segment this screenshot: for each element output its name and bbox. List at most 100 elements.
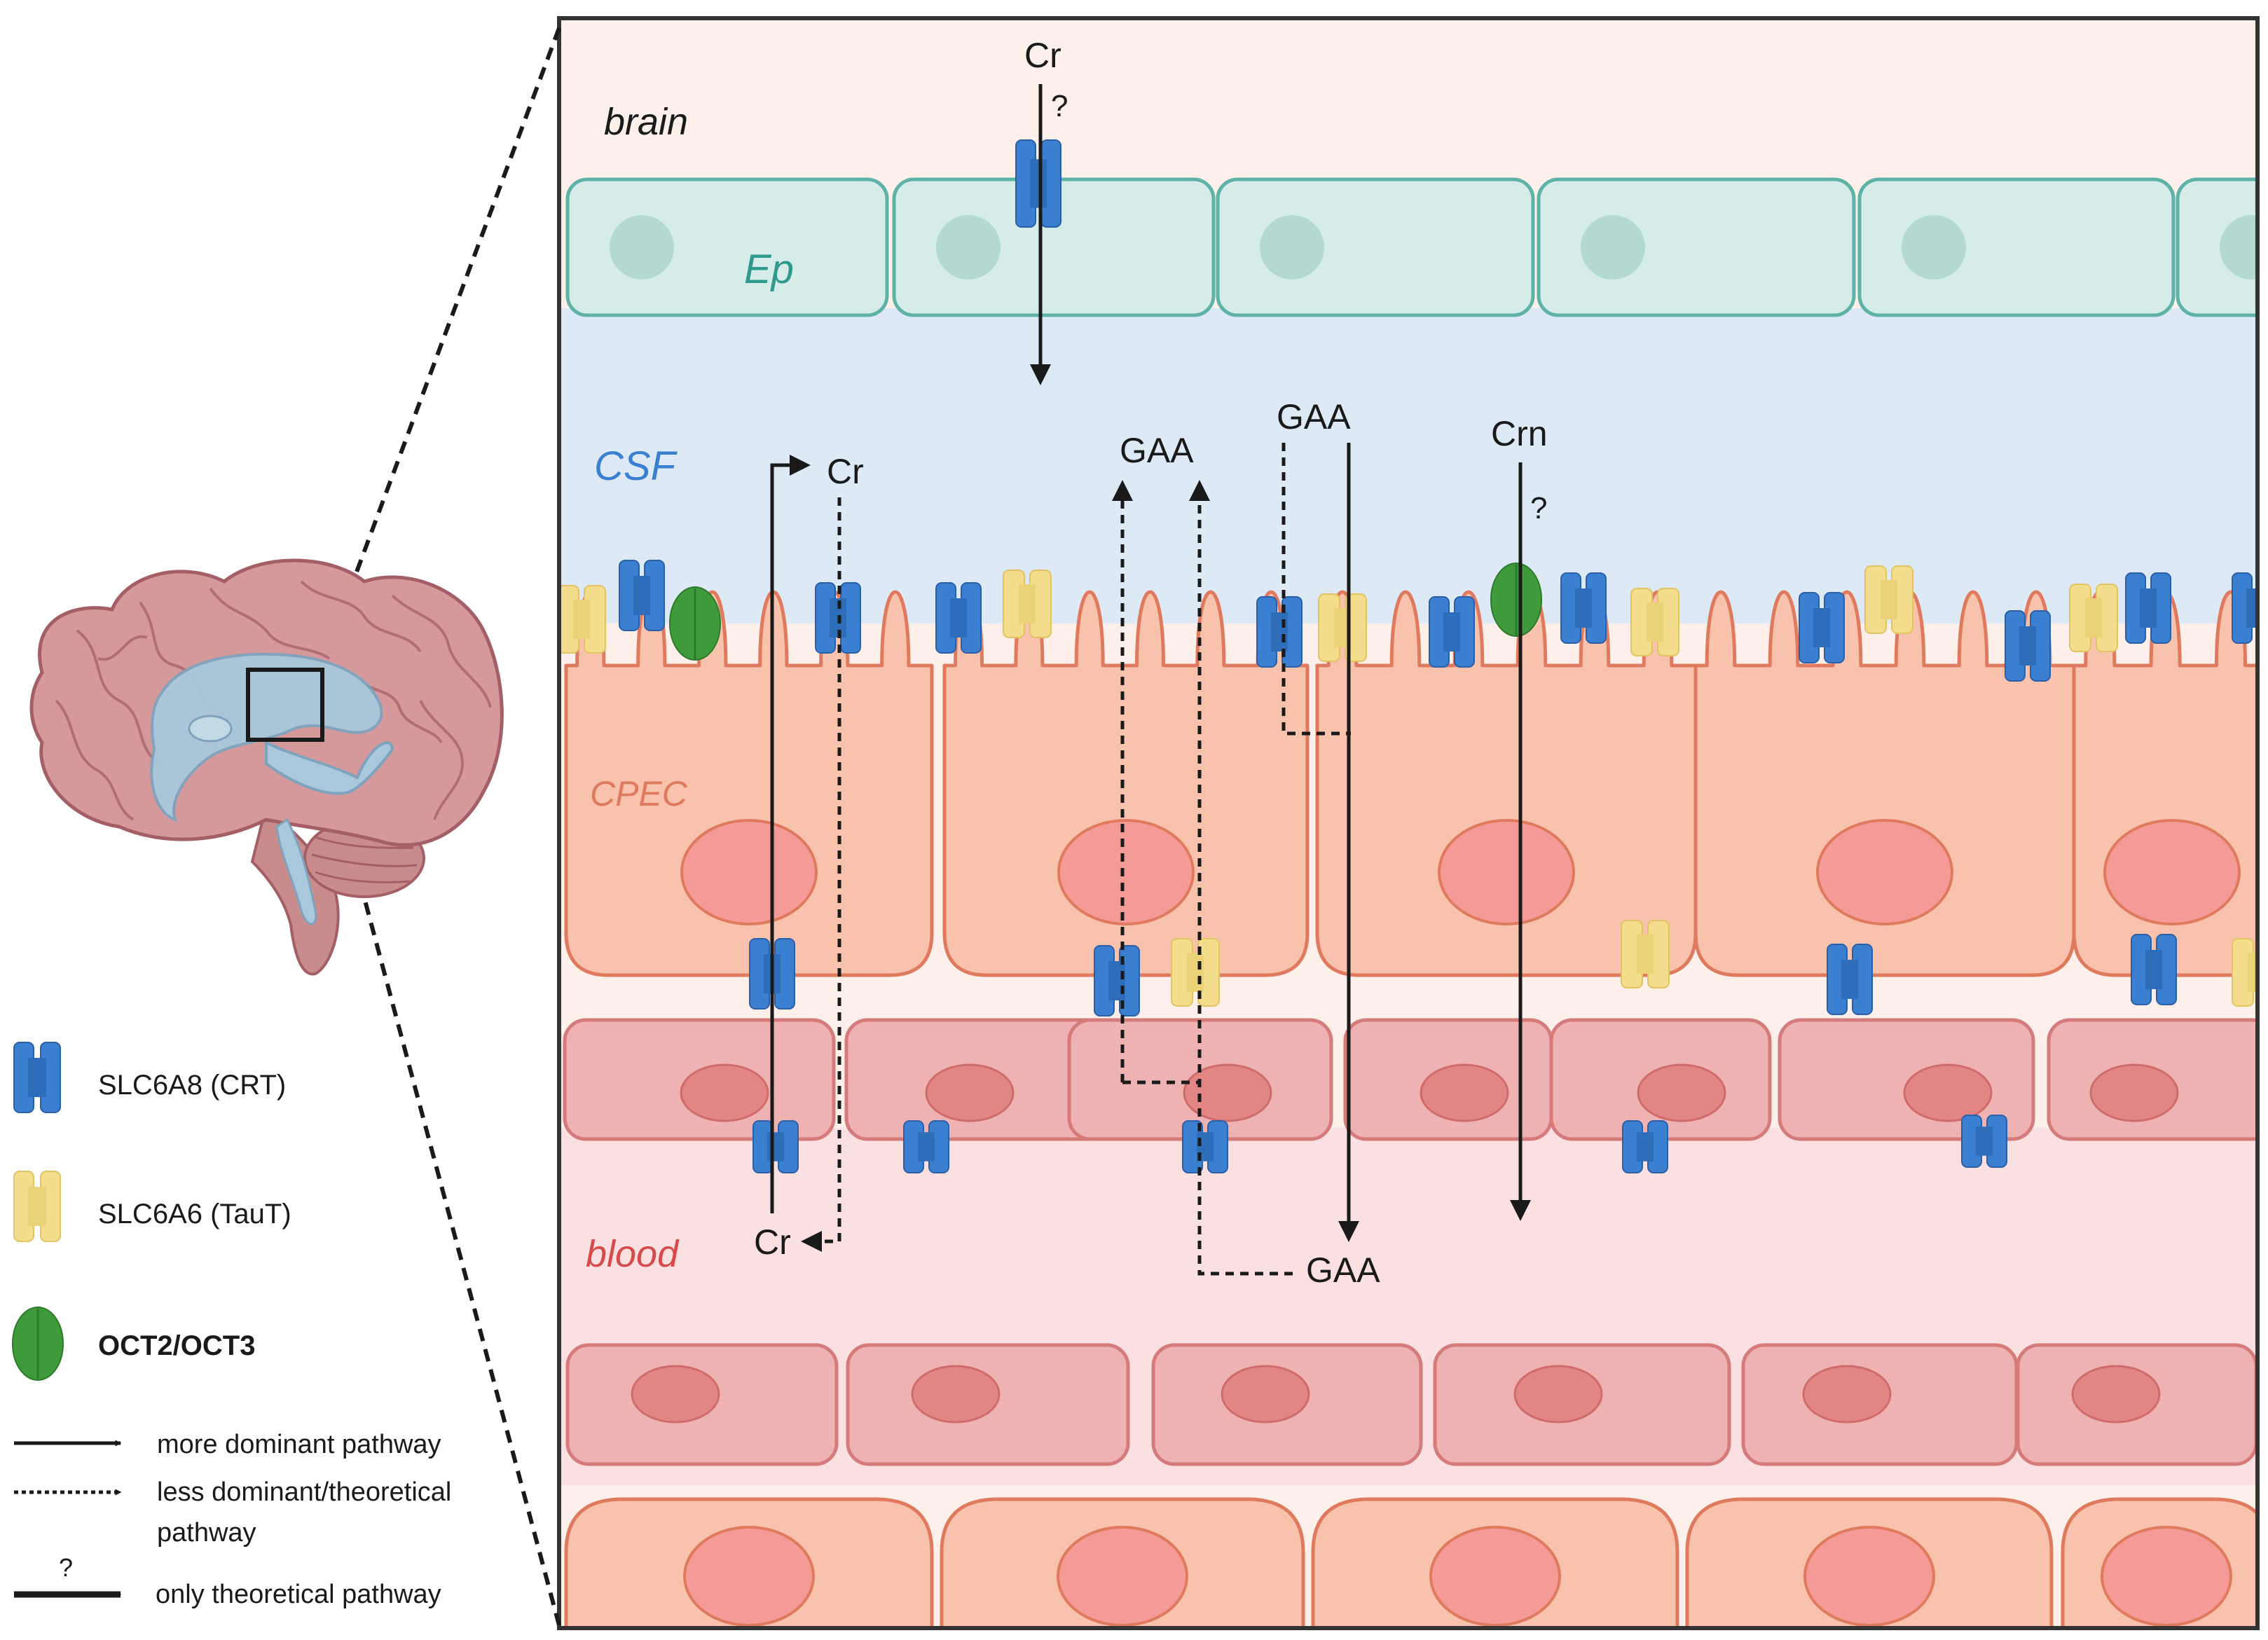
taut-transporter-icon — [559, 585, 606, 654]
cpec-nucleus — [683, 1526, 815, 1627]
endothelial-nucleus — [1637, 1063, 1726, 1122]
label-crn-csf: Crn — [1491, 414, 1548, 453]
endothelial-nucleus — [1802, 1365, 1892, 1424]
endothelial-nucleus — [1221, 1365, 1310, 1424]
endothelial-layer-lower — [565, 1343, 2257, 1466]
ependymal-nucleus — [1581, 215, 1645, 280]
label-cr-blood: Cr — [754, 1222, 791, 1262]
label-crn-question: ? — [1530, 491, 1547, 525]
cpec-nucleus — [1438, 819, 1575, 925]
label-ependyma: Ep — [744, 247, 794, 292]
endothelial-nucleus — [1420, 1063, 1509, 1122]
cpec-layer-bottom — [564, 1497, 2257, 1628]
cpec-layer — [564, 590, 2257, 977]
cpec-nucleus — [2103, 819, 2241, 925]
legend-theoretical-label: only theoretical pathway — [156, 1580, 441, 1609]
oct-transporter-icon — [1490, 563, 1542, 637]
crt-transporter-icon — [619, 560, 665, 631]
zoom-panel-border — [557, 16, 2260, 1630]
legend: SLC6A8 (CRT) SLC6A6 (TauT) OCT2/OCT3 mor… — [12, 1042, 451, 1609]
crt-transporter-icon — [1560, 572, 1607, 644]
legend-theoretical-question: ? — [59, 1553, 73, 1582]
crt-transporter-icon — [1429, 596, 1475, 668]
cr-blood-to-csf-arrow — [770, 455, 811, 1213]
taut-transporter-icon — [1318, 593, 1367, 662]
endothelial-nucleus — [1183, 1063, 1272, 1122]
crt-transporter-icon — [1182, 1120, 1228, 1173]
taut-transporter-icon — [1003, 570, 1052, 638]
legend-taut-icon — [13, 1171, 61, 1242]
aqueduct — [275, 818, 317, 925]
crt-transporter-icon — [1799, 592, 1845, 663]
csf-region-bg — [559, 308, 2257, 623]
taut-transporter-icon — [1864, 565, 1913, 634]
label-cr-brain-question: ? — [1051, 89, 1068, 123]
label-cpec: CPEC — [590, 774, 688, 813]
label-cr-brain: Cr — [1024, 36, 1061, 75]
cpec-cell — [564, 590, 934, 977]
legend-dashed-label-1: less dominant/theoretical — [157, 1477, 451, 1507]
third-ventricle — [265, 740, 394, 795]
cr-csf-to-blood-arrow — [801, 497, 841, 1252]
legend-oct-icon — [12, 1307, 64, 1381]
label-gaa-blood: GAA — [1306, 1250, 1380, 1290]
ependymal-nucleus — [1902, 215, 1966, 280]
pathways — [770, 84, 1531, 1276]
endothelial-nucleus — [1513, 1365, 1603, 1424]
ependymal-nucleus — [936, 215, 1001, 280]
ependymal-cell — [1537, 177, 1856, 317]
label-blood: blood — [586, 1233, 680, 1275]
crt-transporter-icon — [2131, 934, 2177, 1005]
legend-dashed-label-2: pathway — [157, 1518, 256, 1548]
legend-solid-label: more dominant pathway — [157, 1430, 441, 1459]
ependymal-cell — [2176, 177, 2257, 317]
endothelial-nucleus — [925, 1063, 1015, 1122]
cpec-nucleus — [1057, 1526, 1188, 1627]
transporters — [559, 139, 2257, 1173]
endothelial-nucleus — [2089, 1063, 2179, 1122]
crt-transporter-icon — [2005, 610, 2051, 682]
label-csf: CSF — [594, 443, 678, 489]
crt-transporter-icon — [1256, 596, 1303, 668]
ependymal-cell — [1216, 177, 1535, 317]
endothelial-nucleus — [631, 1365, 720, 1424]
endothelial-nucleus — [1903, 1063, 1993, 1122]
label-cr-csf: Cr — [827, 452, 864, 491]
taut-transporter-icon — [2232, 938, 2257, 1007]
taut-transporter-icon — [1171, 938, 1220, 1007]
zoom-box — [246, 668, 324, 742]
ependymal-nucleus — [610, 215, 674, 280]
brain-illustration — [29, 558, 504, 976]
endothelial-nucleus — [911, 1365, 1001, 1424]
crt-transporter-icon — [903, 1120, 949, 1173]
taut-transporter-icon — [1621, 920, 1670, 988]
legend-crt-icon — [13, 1042, 61, 1113]
ependymal-nucleus — [2220, 215, 2257, 280]
cpec-nucleus — [1057, 819, 1195, 925]
zoom-line-top — [320, 27, 561, 666]
crt-transporter-icon — [815, 582, 861, 654]
ependymal-cell — [1857, 177, 2176, 317]
legend-oct-label: OCT2/OCT3 — [98, 1330, 255, 1361]
taut-transporter-icon — [2069, 584, 2118, 652]
oct-transporter-icon — [669, 586, 721, 661]
crt-transporter-icon — [1827, 944, 1873, 1015]
crt-transporter-icon — [1015, 139, 1061, 228]
label-brain: brain — [604, 101, 688, 143]
crt-transporter-icon — [1622, 1120, 1668, 1173]
cpec-nucleus — [1816, 819, 1953, 925]
cpec-nucleus — [1803, 1526, 1935, 1627]
endothelial-nucleus — [680, 1063, 769, 1122]
ependymal-layer — [565, 177, 2257, 317]
legend-taut-label: SLC6A6 (TauT) — [98, 1199, 291, 1229]
crt-transporter-icon — [2232, 572, 2257, 644]
zoom-panel: brain Ep CSF CPEC blood Cr ? Cr Cr GAA G… — [559, 18, 2257, 1628]
endothelial-nucleus — [2071, 1365, 2161, 1424]
endothelial-layer-upper — [563, 1018, 2257, 1141]
gaa-up-arrow-right — [1189, 480, 1293, 1276]
cpec-nucleus — [2101, 1526, 2232, 1627]
crt-transporter-icon — [935, 582, 982, 654]
ependymal-nucleus — [1260, 215, 1324, 280]
